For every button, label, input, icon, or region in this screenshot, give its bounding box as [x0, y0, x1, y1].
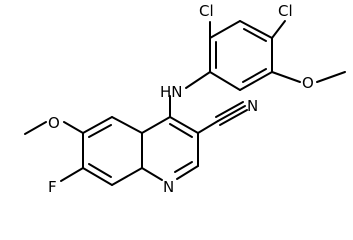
- bond: [111, 116, 143, 134]
- bond: [176, 165, 199, 180]
- bond: [24, 121, 47, 135]
- bond: [88, 163, 112, 178]
- bond: [316, 71, 346, 83]
- bond: [242, 68, 267, 83]
- bond: [239, 71, 273, 91]
- chlorine-label-left: Cl: [199, 2, 214, 20]
- bond: [209, 71, 241, 91]
- bond: [239, 20, 273, 39]
- bond: [174, 161, 193, 173]
- ring-nitrogen-label: N: [163, 178, 174, 196]
- bond: [88, 124, 112, 138]
- bond: [169, 123, 193, 138]
- structure-canvas: Cl Cl HN O O N F N: [24, 2, 346, 196]
- bond: [63, 121, 84, 134]
- bond: [243, 28, 267, 42]
- bond: [111, 167, 143, 186]
- methoxy-oxygen-label-left: O: [48, 114, 60, 132]
- bond: [217, 105, 246, 122]
- bond: [197, 120, 219, 134]
- bond: [82, 167, 113, 186]
- nitrile-nitrogen-label: N: [247, 97, 258, 115]
- bond: [141, 116, 171, 134]
- bond: [215, 101, 244, 118]
- bond: [271, 20, 286, 39]
- bonds: [24, 20, 346, 186]
- molecule-svg: Cl Cl HN O O N F N: [24, 2, 346, 196]
- methoxy-oxygen-label-right: O: [302, 74, 314, 92]
- bond: [219, 109, 248, 126]
- bond: [141, 167, 163, 181]
- fluorine-label: F: [48, 178, 57, 196]
- atom-labels: Cl Cl HN O O N F N: [48, 2, 314, 196]
- bond: [60, 167, 84, 182]
- bond: [82, 116, 113, 134]
- bond: [271, 71, 301, 83]
- chlorine-label-right: Cl: [278, 2, 293, 20]
- bond: [185, 71, 211, 89]
- amine-label: HN: [160, 83, 183, 101]
- bond: [169, 116, 199, 134]
- bond: [209, 20, 241, 39]
